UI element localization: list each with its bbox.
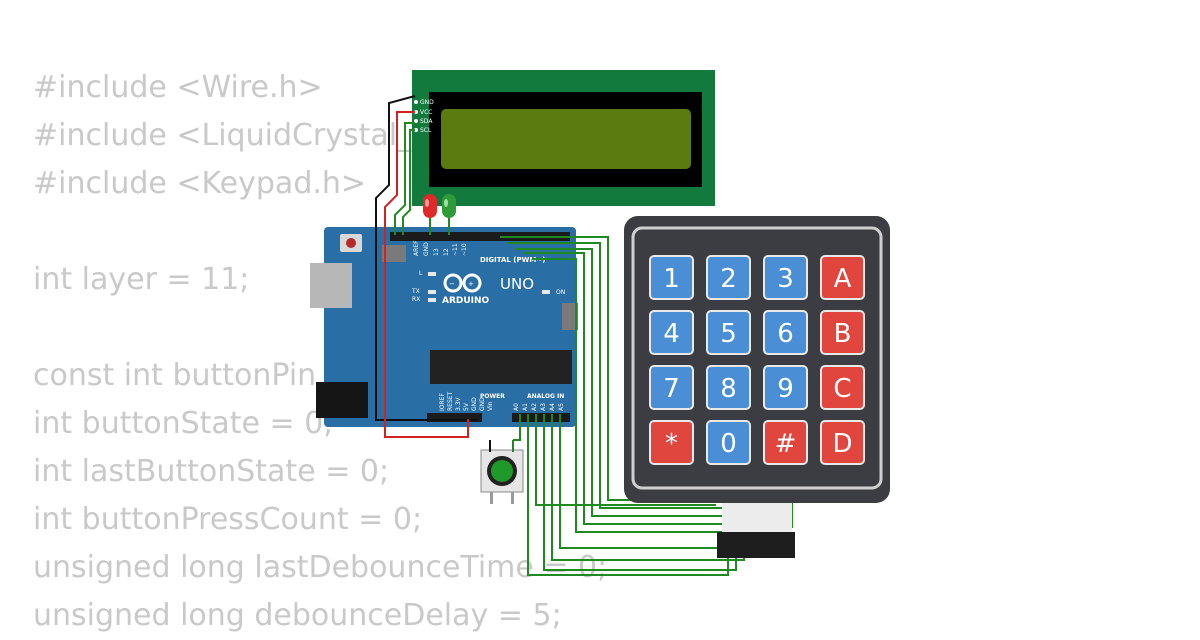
key-label: B (834, 319, 852, 349)
key-4[interactable]: 4 (649, 310, 694, 355)
key-D[interactable]: D (820, 420, 865, 465)
analog-header (512, 413, 570, 422)
led-label-tx: TX (411, 288, 420, 295)
pin-label-a4: A4 (549, 403, 556, 411)
led-label-on: ON (556, 289, 565, 296)
pin-label-13: 13 (433, 248, 440, 256)
key-C[interactable]: C (820, 365, 865, 410)
code-line: int buttonPressCount = 0; (33, 502, 423, 537)
code-line: #include <Wire.h> (33, 70, 323, 105)
key-0[interactable]: 0 (706, 420, 751, 465)
power-header-label: POWER (480, 393, 505, 400)
key-2[interactable]: 2 (706, 255, 751, 300)
arduino-uno-board[interactable]: AREF GND 13 12 ~11 ~10 DIGITAL (PWM~) L … (310, 227, 578, 427)
pin-label-11: ~11 (452, 243, 459, 256)
svg-text:+: + (468, 280, 474, 288)
lcd-screen (441, 109, 691, 169)
lcd-display[interactable]: GND VCC SDA SCL (412, 70, 715, 206)
atmega-chip (430, 350, 572, 384)
key-8[interactable]: 8 (706, 365, 751, 410)
lcd-pin-sda: SDA (420, 118, 433, 125)
green-led[interactable] (442, 194, 456, 218)
led-label-rx: RX (412, 296, 420, 303)
board-model: UNO (500, 275, 534, 293)
key-#[interactable]: # (763, 420, 808, 465)
pin-label-gnd: GND (423, 242, 430, 256)
code-line: unsigned long debounceDelay = 5; (33, 598, 562, 633)
pin-labels-top: AREF GND 13 12 ~11 ~10 (413, 240, 468, 256)
key-3[interactable]: 3 (763, 255, 808, 300)
key-label: 4 (663, 319, 680, 349)
code-line: int layer = 11; (33, 262, 250, 297)
pin-label-a5: A5 (558, 403, 565, 411)
key-B[interactable]: B (820, 310, 865, 355)
key-label: 5 (720, 319, 737, 349)
pushbutton[interactable] (480, 449, 524, 504)
key-label: 0 (720, 429, 737, 459)
pin-label-a0: A0 (513, 403, 520, 411)
pin-label-ioref: IOREF (439, 393, 446, 411)
key-A[interactable]: A (820, 255, 865, 300)
pin-label-a2: A2 (531, 403, 538, 411)
pin-label-a3: A3 (540, 403, 547, 411)
lcd-pin-scl: SCL (420, 127, 432, 134)
svg-text:−: − (449, 280, 455, 288)
key-label: 7 (663, 374, 680, 404)
pin-labels-bottom: IOREF RESET 3.3V 5V GND GND Vin A0 A1 A2… (439, 391, 565, 411)
key-9[interactable]: 9 (763, 365, 808, 410)
key-label: 2 (720, 264, 737, 294)
power-header (427, 413, 482, 422)
key-label: * (665, 429, 678, 459)
key-label: 9 (777, 374, 794, 404)
arduino-logo: − + (443, 273, 482, 293)
keypad-connector (717, 500, 795, 558)
board-brand: ARDUINO (442, 296, 490, 306)
pin-label-gnd1: GND (471, 397, 478, 411)
usb-port (310, 263, 352, 308)
digital-header (390, 232, 570, 241)
keypad-4x4[interactable]: 1 2 3 A 4 5 6 B 7 8 9 C * 0 # D (624, 216, 890, 503)
pin-label-vin: Vin (487, 401, 494, 411)
pin-label-a1: A1 (522, 403, 529, 411)
key-label: C (833, 374, 851, 404)
code-line: unsigned long lastDebounceTime = 0; (33, 550, 608, 585)
analog-header-label: ANALOG IN (527, 393, 564, 400)
pin-label-3v3: 3.3V (455, 396, 462, 411)
keypad-keys: 1 2 3 A 4 5 6 B 7 8 9 C * 0 # D (649, 255, 865, 465)
icsp2-header (562, 303, 578, 330)
power-jack (316, 382, 368, 418)
lcd-pin-gnd: GND (420, 99, 434, 106)
key-label: # (775, 429, 797, 459)
key-1[interactable]: 1 (649, 255, 694, 300)
red-led[interactable] (423, 194, 437, 218)
pin-label-reset: RESET (447, 391, 454, 411)
lcd-pin-vcc: VCC (420, 109, 432, 116)
pin-label-gnd2: GND (479, 397, 486, 411)
pin-label-aref: AREF (413, 240, 420, 256)
key-label: 3 (777, 264, 794, 294)
code-line: int lastButtonState = 0; (33, 454, 390, 489)
key-*[interactable]: * (649, 420, 694, 465)
key-label: 1 (663, 264, 680, 294)
code-line: #include <Keypad.h> (33, 166, 367, 201)
pin-label-12: 12 (443, 248, 450, 256)
key-7[interactable]: 7 (649, 365, 694, 410)
key-label: 8 (720, 374, 737, 404)
key-5[interactable]: 5 (706, 310, 751, 355)
key-label: D (832, 429, 852, 459)
key-label: A (834, 264, 852, 294)
icsp-header (382, 245, 406, 262)
digital-header-label: DIGITAL (PWM~) (480, 256, 545, 264)
key-label: 6 (777, 319, 794, 349)
pin-label-10: ~10 (461, 243, 468, 256)
key-6[interactable]: 6 (763, 310, 808, 355)
led-label-l: L (419, 270, 423, 277)
pin-label-5v: 5V (463, 402, 470, 411)
